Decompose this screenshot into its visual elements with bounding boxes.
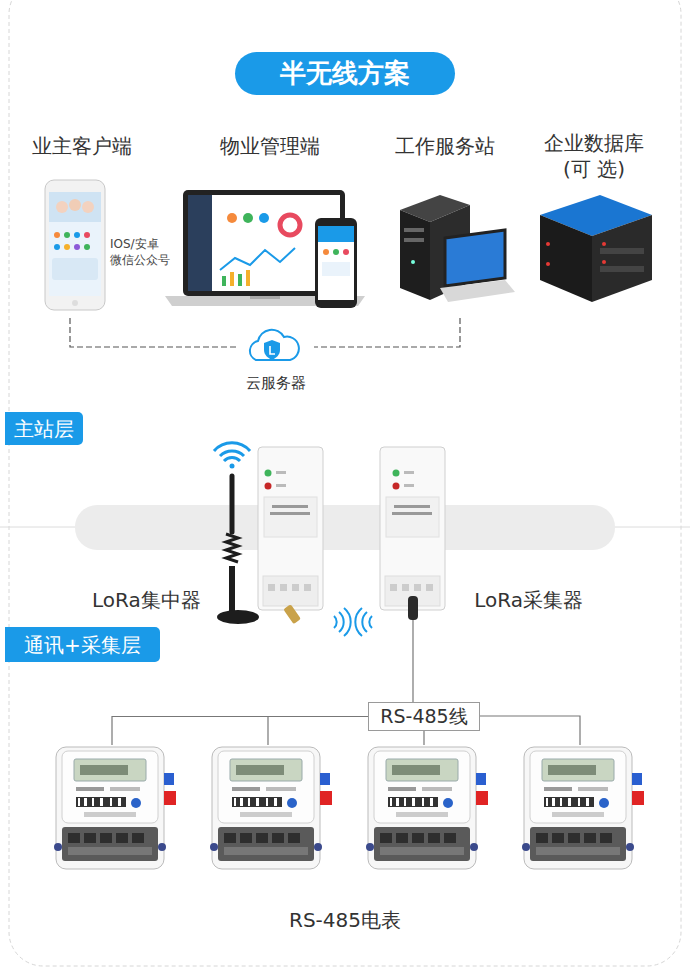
connector [112,717,368,746]
client-group: 物业管理端 [205,133,335,308]
title-pill: 半无线方案 [235,52,455,95]
node-label: RS-485电表 [289,907,401,933]
connector [314,318,460,347]
node-label: 业主客户端 [32,133,132,159]
free-label: IOS/安卓 微信公众号 [110,236,174,268]
title-text: 半无线方案 [280,57,410,91]
node-label: 工作服务站 [395,133,495,159]
node-label: 企业数据库 (可 选) [538,130,650,182]
client-group: 工作服务站 [385,133,505,318]
client-group: 企业数据库 (可 选) [530,130,658,305]
meter-group: RS-485电表 [40,745,650,937]
node-label: 物业管理端 [220,133,320,159]
node-label: 通讯+采集层 [24,632,141,658]
cloud-node: 云服务器 [238,325,314,393]
device-group: LoRa采集器 [378,440,583,620]
node-label: RS-485线 [380,704,467,729]
node-label: LoRa采集器 [474,587,583,613]
node-label: 主站层 [14,416,74,442]
connector [70,318,238,347]
node-label: LoRa集中器 [92,587,201,613]
connector [412,620,413,702]
layer-tab: 主站层 [5,412,83,445]
node-label: 云服务器 [246,374,306,394]
client-group: 业主客户端 [22,133,142,318]
device-group: LoRa集中器 [92,440,327,616]
bus-label-box: RS-485线 [368,702,480,731]
layer-tab: 通讯+采集层 [5,627,160,662]
